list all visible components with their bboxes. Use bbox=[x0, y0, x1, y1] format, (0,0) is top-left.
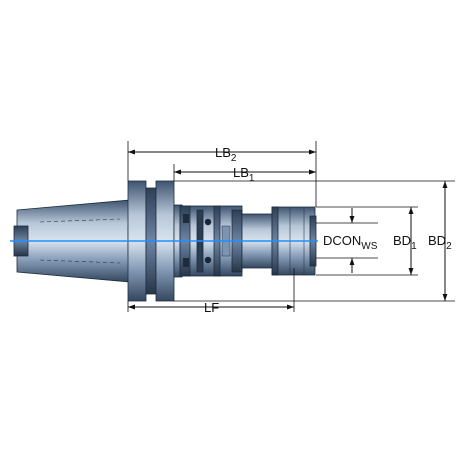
dim-label-lf: LF bbox=[204, 300, 219, 315]
dimension-lines bbox=[128, 149, 448, 310]
adapter-detail bbox=[183, 214, 189, 223]
inner-bore bbox=[39, 218, 121, 264]
dim-label-bd2: BD2 bbox=[428, 233, 452, 252]
dim-label-dcon: DCONWS bbox=[323, 233, 378, 252]
dim-label-lb2: LB2 bbox=[215, 145, 237, 164]
screw-icon bbox=[204, 256, 212, 264]
dim-label-bd1: BD1 bbox=[393, 233, 417, 252]
extension-lines bbox=[127, 141, 455, 312]
adapter-detail bbox=[183, 258, 189, 267]
dim-label-lb1: LB1 bbox=[233, 165, 255, 184]
screw-icon bbox=[204, 218, 212, 226]
